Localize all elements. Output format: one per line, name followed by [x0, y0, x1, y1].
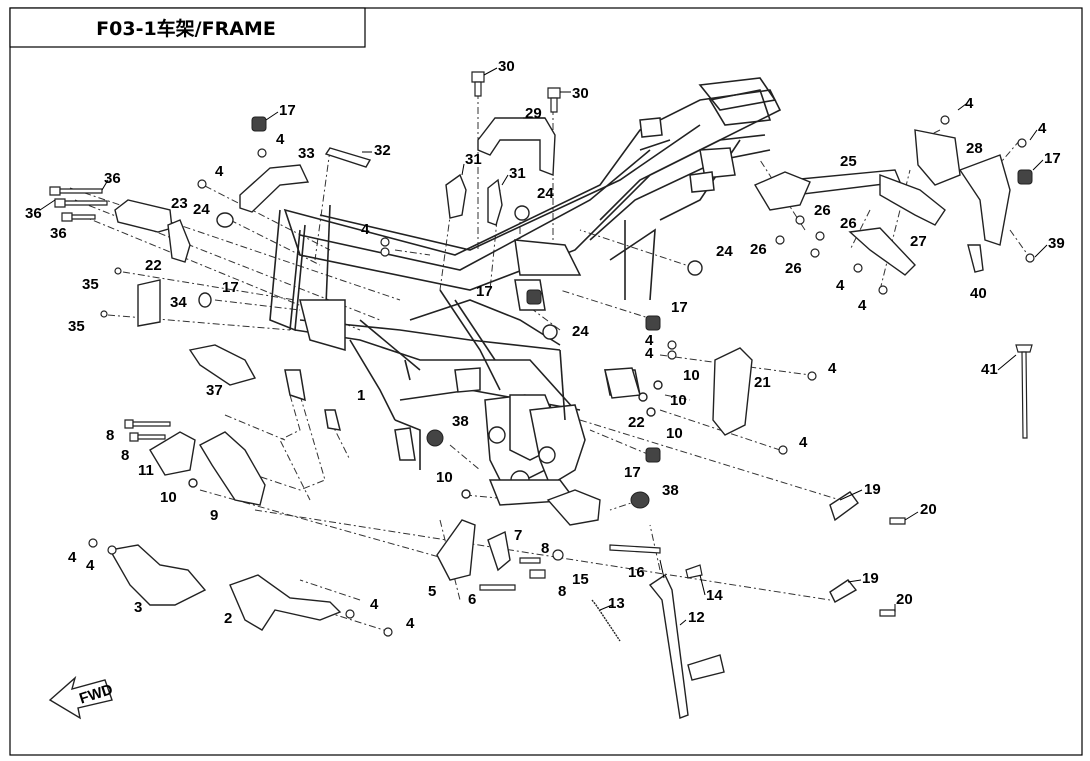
fwd-arrow-icon: FWD	[48, 675, 115, 720]
callout-label: 4	[215, 163, 224, 180]
callout-label: 31	[465, 151, 482, 168]
callout-label: 40	[970, 285, 987, 302]
callout-label: 7	[514, 527, 522, 544]
callout-label: 4	[276, 131, 285, 148]
callout-label: 36	[50, 225, 67, 242]
callout-label: 8	[558, 583, 566, 600]
callout-label: 17	[279, 102, 296, 119]
callout-label: 39	[1048, 235, 1065, 252]
callout-label: 38	[662, 482, 679, 499]
callout-label: 37	[206, 382, 223, 399]
callout-label: 24	[193, 201, 210, 218]
callout-label: 21	[754, 374, 771, 391]
callout-label: 10	[683, 367, 700, 384]
callout-label: 11	[138, 462, 154, 479]
callout-label: 10	[436, 469, 453, 486]
callout-label: 17	[624, 464, 641, 481]
callout-label: 8	[121, 447, 129, 464]
callout-label: 29	[525, 105, 542, 122]
callout-label: 6	[468, 591, 476, 608]
callout-label: 8	[541, 540, 549, 557]
callout-label: 25	[840, 153, 857, 170]
callout-label: 22	[628, 414, 645, 431]
callout-label: 4	[645, 345, 654, 362]
callout-label: 13	[608, 595, 625, 612]
callout-label: 19	[864, 481, 881, 498]
main-frame	[269, 77, 782, 506]
callout-label: 4	[828, 360, 837, 377]
callout-label: 12	[688, 609, 705, 626]
callout-label: 10	[160, 489, 177, 506]
callout-label: 34	[170, 294, 187, 311]
callout-label: 4	[965, 95, 974, 112]
callout-label: 36	[25, 205, 42, 222]
callout-label: 30	[498, 58, 515, 75]
callout-label: 15	[572, 571, 589, 588]
callout-label: 8	[106, 427, 114, 444]
callout-label: 4	[406, 615, 415, 632]
callout-label: 14	[706, 587, 723, 604]
callout-label: 19	[862, 570, 879, 587]
diagram-border	[9, 7, 1083, 756]
callout-label: 35	[82, 276, 99, 293]
callout-label: 24	[537, 185, 554, 202]
callout-label: 26	[814, 202, 831, 219]
callout-label: 38	[452, 413, 469, 430]
leader-lines	[39, 67, 1048, 626]
callout-label: 28	[966, 140, 983, 157]
title-box	[9, 7, 366, 48]
callout-label: 32	[374, 142, 391, 159]
callout-label: 4	[68, 549, 77, 566]
diagram-title: F03-1车架/FRAME	[96, 17, 276, 40]
callout-label: 10	[666, 425, 683, 442]
callout-label: 17	[222, 279, 239, 296]
callout-label: 35	[68, 318, 85, 335]
callout-label: 26	[785, 260, 802, 277]
callout-label: 27	[910, 233, 927, 250]
callout-label: 4	[836, 277, 845, 294]
callout-label: 3	[134, 599, 142, 616]
callout-label: 26	[840, 215, 857, 232]
callout-label: 30	[572, 85, 589, 102]
callout-label: 20	[920, 501, 937, 518]
callout-labels: 30 30 29 17 4 33 32 31 31 24 4 36 36 36 …	[25, 58, 1065, 632]
callout-label: 41	[981, 361, 998, 378]
callout-label: 36	[104, 170, 121, 187]
callout-label: 17	[1044, 150, 1061, 167]
callout-label: 4	[1038, 120, 1047, 137]
callout-label: 9	[210, 507, 218, 524]
callout-label: 4	[370, 596, 379, 613]
callout-label: 2	[224, 610, 232, 627]
callout-label: 33	[298, 145, 315, 162]
callout-label: 17	[476, 283, 493, 300]
callout-label: 23	[171, 195, 188, 212]
callout-label: 17	[671, 299, 688, 316]
callout-label: 5	[428, 583, 436, 600]
callout-label: 4	[361, 221, 370, 238]
callout-label: 4	[858, 297, 867, 314]
callout-label: 20	[896, 591, 913, 608]
callout-label: 24	[572, 323, 589, 340]
callout-label: 31	[509, 165, 526, 182]
callout-label: 4	[645, 332, 654, 349]
callout-label: 16	[628, 564, 645, 581]
callout-label: 4	[799, 434, 808, 451]
frame-parts	[49, 71, 1035, 719]
callout-label: 22	[145, 257, 162, 274]
callout-label: 24	[716, 243, 733, 260]
callout-label: 1	[357, 387, 365, 404]
callout-label: 4	[86, 557, 95, 574]
callout-label: 10	[670, 392, 687, 409]
callout-label: 26	[750, 241, 767, 258]
